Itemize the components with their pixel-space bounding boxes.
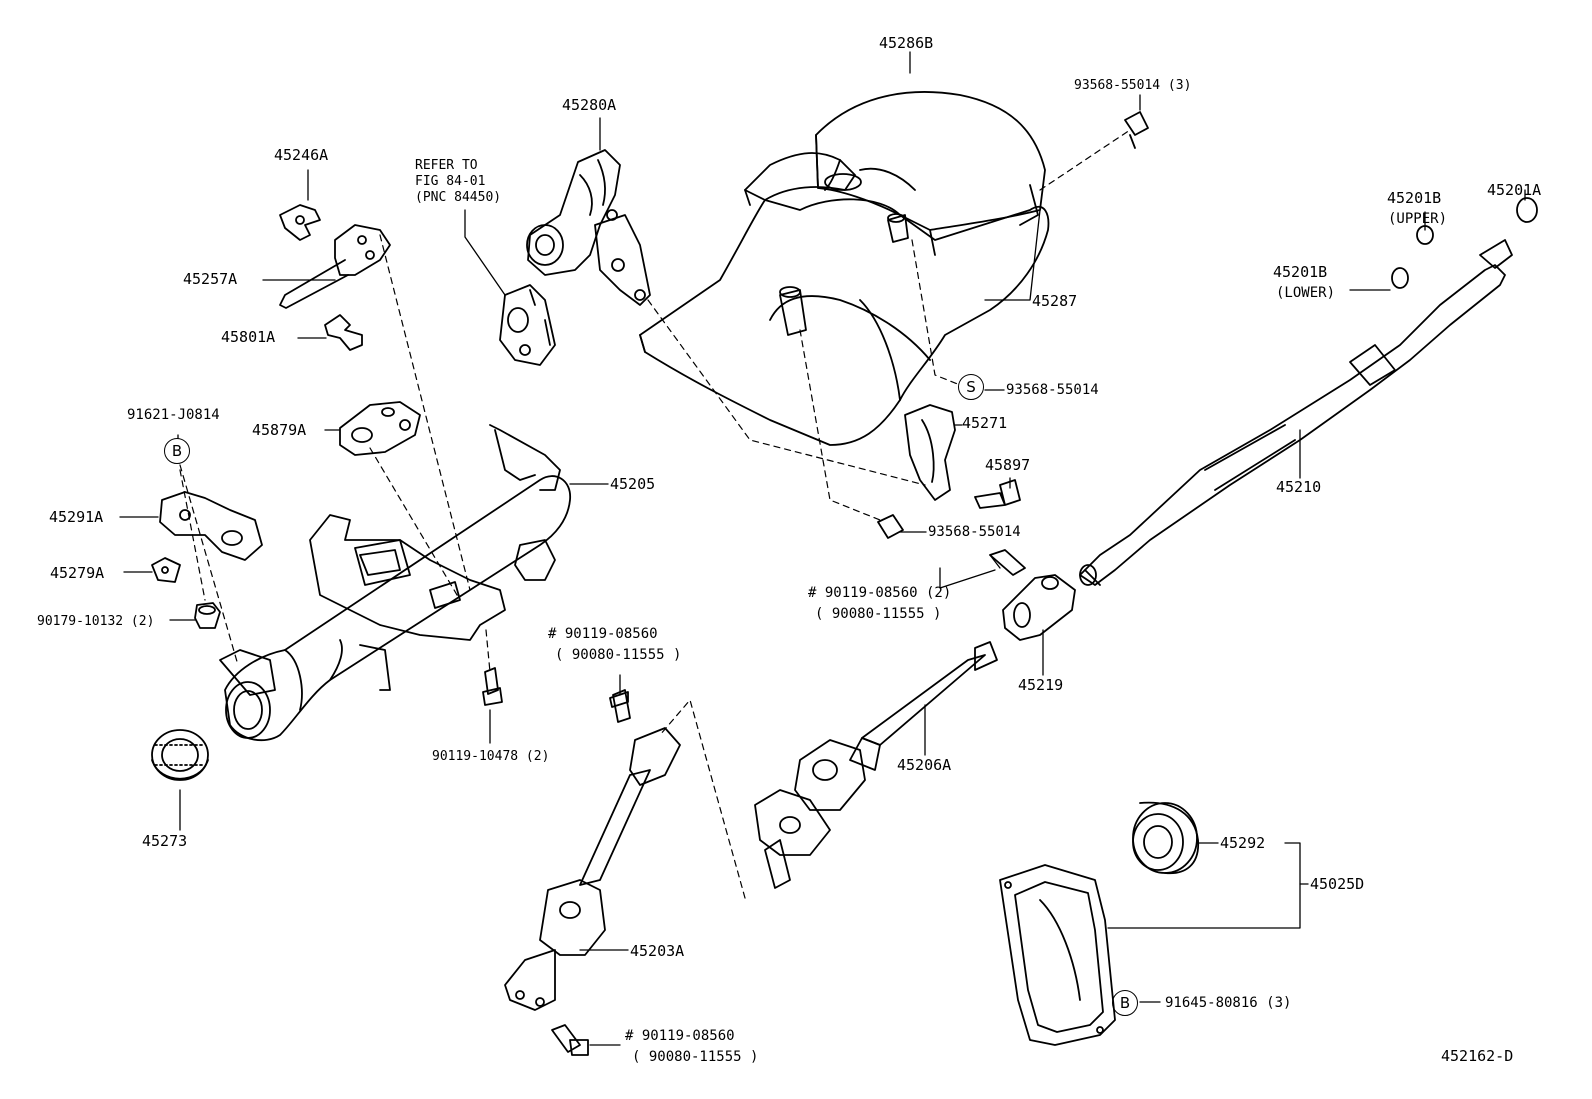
label-45879A: 45879A	[252, 421, 307, 439]
label-refer-line3: (PNC 84450)	[415, 190, 502, 205]
yoke-45219	[1002, 574, 1076, 641]
label-refer-line1: REFER TO	[415, 158, 478, 173]
ring-45201A	[1516, 197, 1538, 223]
boot-45025D	[999, 864, 1116, 1046]
nut-90179-10132	[194, 602, 221, 629]
label-93568-55014-b: 93568-55014	[928, 524, 1021, 540]
label-upper-note: (UPPER)	[1388, 211, 1448, 227]
label-45201B-upper: 45201B	[1387, 189, 1442, 207]
main-shaft-45210	[1079, 239, 1513, 586]
label-93568-55014-3: 93568-55014 (3)	[1074, 78, 1192, 93]
b-mark-symbol-top: B	[164, 438, 190, 464]
guide-lines	[179, 129, 1131, 899]
bracket-45271	[904, 404, 956, 501]
label-90080-11555-mid: ( 90080-11555 )	[555, 647, 682, 663]
figure-code: 452162-D	[1441, 1047, 1514, 1065]
label-refer-line2: FIG 84-01	[415, 174, 486, 189]
label-45201A: 45201A	[1487, 181, 1542, 199]
label-45246A: 45246A	[274, 146, 329, 164]
label-45286B: 45286B	[879, 34, 934, 52]
label-45287: 45287	[1032, 292, 1078, 310]
screw-93568-55014-top	[1124, 111, 1149, 149]
snap-ring-45201B-lower	[1391, 267, 1409, 289]
label-45025D: 45025D	[1310, 875, 1365, 893]
screw-45897	[974, 479, 1021, 509]
label-45292: 45292	[1220, 834, 1266, 852]
bracket-45246A	[279, 204, 321, 241]
s-mark-symbol: S	[958, 374, 984, 400]
bolt-90119-08560-mid	[609, 689, 631, 723]
label-45210: 45210	[1276, 478, 1322, 496]
plate-45879A	[339, 401, 421, 456]
label-90119-08560-mid: # 90119-08560	[548, 626, 658, 642]
intermediate-shaft-45206A	[754, 641, 998, 889]
label-91645-80816: 91645-80816 (3)	[1165, 995, 1292, 1011]
lower-shaft-45203A	[504, 727, 681, 1011]
label-91621-J0814: 91621-J0814	[127, 407, 220, 423]
label-90119-08560-2: # 90119-08560 (2)	[808, 585, 952, 601]
label-45203A: 45203A	[630, 942, 685, 960]
bearing-45292	[1132, 801, 1199, 875]
label-90080-11555-a: ( 90080-11555 )	[815, 606, 942, 622]
column-cover-lower-part	[639, 198, 1050, 446]
label-45219: 45219	[1018, 676, 1064, 694]
label-lower-note: (LOWER)	[1276, 285, 1336, 301]
spacer-45279A	[151, 557, 181, 583]
bolt-90119-08560-right	[989, 549, 1026, 576]
label-90179-10132: 90179-10132 (2)	[37, 614, 155, 629]
label-45280A: 45280A	[562, 96, 617, 114]
label-45897: 45897	[985, 456, 1031, 474]
ignition-switch-part	[499, 284, 556, 366]
label-90119-08560-bottom: # 90119-08560	[625, 1028, 735, 1044]
bearing-45273	[151, 729, 209, 781]
label-45801A: 45801A	[221, 328, 276, 346]
label-45201B-lower: 45201B	[1273, 263, 1328, 281]
label-45205: 45205	[610, 475, 656, 493]
screw-93568-55014-bottom	[877, 514, 904, 539]
column-cover-upper-part	[744, 91, 1046, 256]
b-mark-symbol-bottom: B	[1112, 990, 1138, 1016]
bolt-90119-08560-bottom	[551, 1024, 589, 1056]
bolt-90119-10478	[482, 667, 503, 706]
label-45279A: 45279A	[50, 564, 105, 582]
lever-45257A	[279, 224, 391, 309]
label-45273: 45273	[142, 832, 188, 850]
label-45206A: 45206A	[897, 756, 952, 774]
label-90119-10478: 90119-10478 (2)	[432, 749, 550, 764]
label-90080-11555-bottom: ( 90080-11555 )	[632, 1049, 759, 1065]
bracket-45291A	[159, 491, 263, 561]
label-45271: 45271	[962, 414, 1008, 432]
label-45257A: 45257A	[183, 270, 238, 288]
leader-lines	[119, 51, 1526, 1046]
label-93568-55014-s: 93568-55014	[1006, 382, 1099, 398]
label-45291A: 45291A	[49, 508, 104, 526]
column-tube-part	[219, 424, 571, 742]
bracket-45801A	[324, 314, 363, 351]
lock-housing-part	[526, 149, 651, 306]
